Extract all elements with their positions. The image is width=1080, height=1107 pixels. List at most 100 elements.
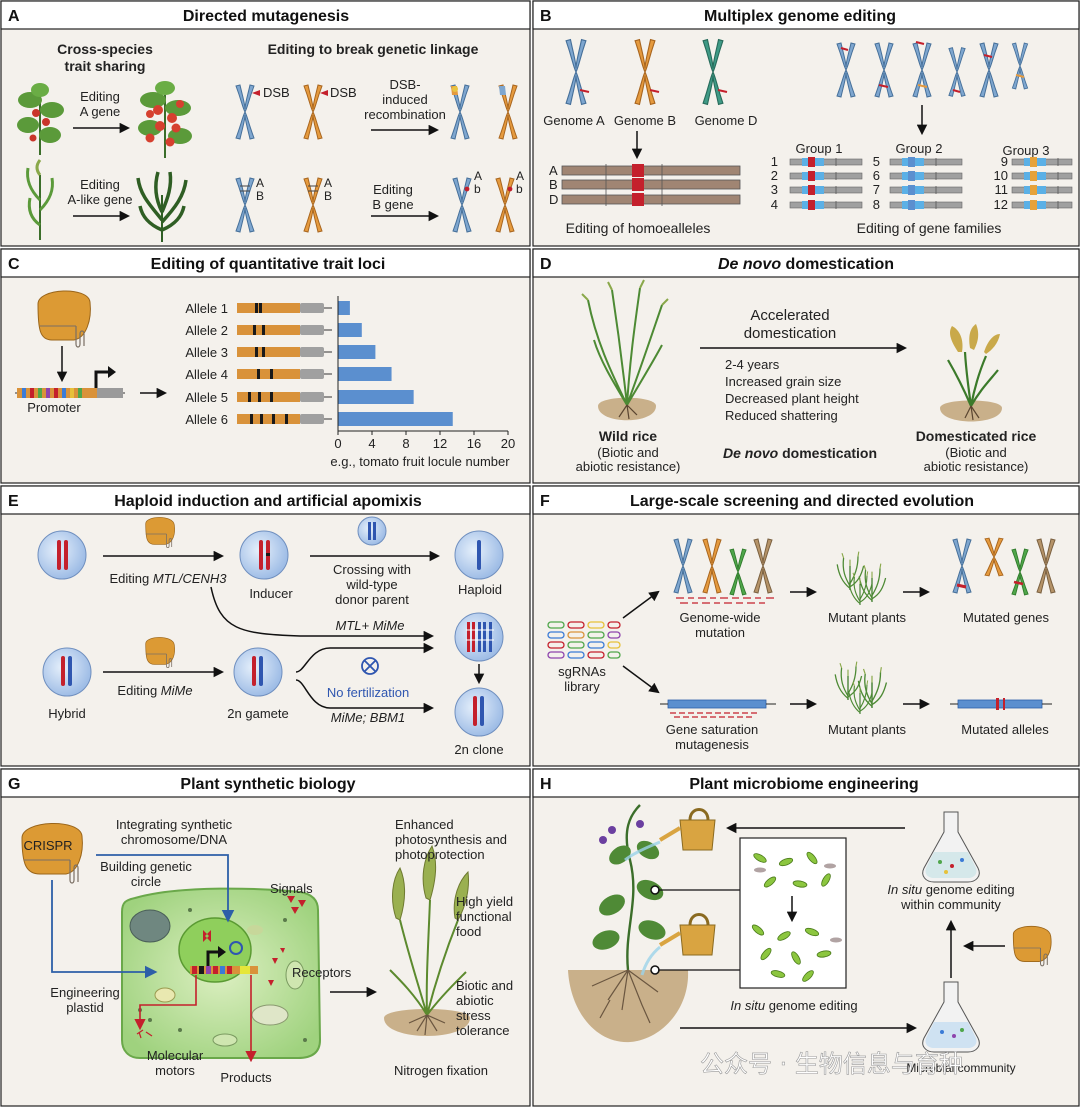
de-novo-caption: De novo domestication [723,445,877,461]
promoter-strip [15,366,125,398]
allele-mutation-mark [258,392,261,402]
allele-mutation-mark [272,414,275,424]
allele-gene-strip [237,392,300,402]
row-label-a: A [549,163,558,178]
gene-family-edit [908,200,915,210]
allele-mutation-mark [255,347,258,357]
microbe-insert-box [739,837,847,989]
building-line1: Building genetic [100,859,192,874]
domestication-trait-3: Decreased plant height [725,391,859,406]
gene-family-number: 12 [994,197,1008,212]
label-lb-3: b [474,182,481,196]
products-label: Products [220,1070,272,1085]
clone-label: 2n clone [454,742,503,757]
allele-mutation-mark [285,414,288,424]
panel-h-letter: H [540,776,552,793]
wheat-plant-icon [384,844,470,1036]
qtl-bar [338,323,362,337]
plastid-line1: Engineering [50,985,119,1000]
qtl-tick-label: 12 [433,436,447,451]
allele-mutation-mark [248,392,251,402]
no-fertilization-label: No fertilization [327,685,409,700]
integrating-line1: Integrating synthetic [116,817,233,832]
panel-h: H Plant microbiome engineering [540,776,1052,1075]
cell-top-left [37,530,87,580]
genome-wide-line2: mutation [695,625,745,640]
domestication-trait-4: Reduced shattering [725,408,838,423]
panel-d-title: De novo domestication [718,256,894,273]
gene-family-edit [1030,200,1037,210]
allele-label: Allele 5 [185,390,228,405]
genome-b-label: Genome B [614,113,676,128]
dsb-rec-line1: DSB- [389,77,420,92]
enhanced-line2: photosynthesis and [395,832,507,847]
qtl-bar [338,367,392,381]
label-a-2: A [324,176,332,190]
soil-and-vine-plant [568,804,689,1043]
promoter-label: Promoter [27,400,81,415]
edit-alike-line1: Editing [80,177,120,192]
qtl-bar [338,301,350,315]
gene-family-bar [889,186,963,194]
domesticated-rice-sub1: (Biotic and [945,445,1006,460]
allele-mutation-mark [262,325,265,335]
cross-species-label: Cross-species [57,41,153,57]
gene-families-caption: Editing of gene families [857,220,1002,236]
microbial-community-label: Microbial community [906,1061,1015,1075]
gene-family-number: 9 [1001,154,1008,169]
biotic-line4: tolerance [456,1023,509,1038]
group-1-label: Group 1 [796,141,843,156]
plastid-line2: plastid [66,1000,104,1015]
chromosome-blue-dsb [235,84,260,140]
gene-family-chromosomes [836,41,1029,98]
panel-h-title: Plant microbiome engineering [689,776,918,793]
motors-line2: motors [155,1063,195,1078]
crispr-label: CRISPR [23,838,72,853]
wild-rice-label: Wild rice [599,428,657,444]
biotic-line1: Biotic and [456,978,513,993]
blocked-fertilization-icon [361,657,379,675]
mutated-gene-chromosomes [952,537,1056,596]
dsb-label-1: DSB [263,85,290,100]
label-b-2: B [324,189,332,203]
qtl-tick-label: 0 [334,436,341,451]
sgrna-line2: library [564,679,600,694]
chromosome-orange-dsb [303,84,328,140]
row-label-b: B [549,177,558,192]
domesticated-rice-sub2: abiotic resistance) [924,459,1029,474]
chromosome-blue-ab [235,177,255,233]
allele-mutation-mark [259,303,262,313]
mutated-genes-label: Mutated genes [963,610,1050,625]
haploid-label: Haploid [458,582,502,597]
allele-gene-end [300,369,324,379]
allele-mutation-mark [270,369,273,379]
qtl-bar [338,412,453,426]
accelerated-line1: Accelerated [750,307,829,324]
gene-family-edit [908,171,915,181]
label-a-1: A [256,176,264,190]
edit-b-line2: B gene [372,197,413,212]
wild-rice-icon [581,279,669,421]
high-yield-line1: High yield [456,894,513,909]
break-linkage-label: Editing to break genetic linkage [268,41,479,57]
saturation-line1: Gene saturation [666,722,759,737]
panel-d: D De novo domestication Accelerated dome… [540,256,1037,474]
allele-label: Allele 4 [185,367,228,382]
homoeoallele-rows [561,164,741,206]
gene-family-edit [808,171,815,181]
gene-family-edit [908,157,915,167]
allele-gene-end [300,414,324,424]
allele-gene-end [300,303,324,313]
sparse-plant-icon [26,159,54,240]
signals-label: Signals [270,881,313,896]
qtl-tick-label: 20 [501,436,515,451]
enhanced-line1: Enhanced [395,817,454,832]
recombined-chromosomes [450,84,518,140]
panel-f-title: Large-scale screening and directed evolu… [630,493,974,510]
qtl-x-axis-label: e.g., tomato fruit locule number [330,454,510,469]
genome-chromosome-set [673,538,774,604]
domesticated-rice-icon [940,324,1002,422]
gene-family-number: 2 [771,168,778,183]
